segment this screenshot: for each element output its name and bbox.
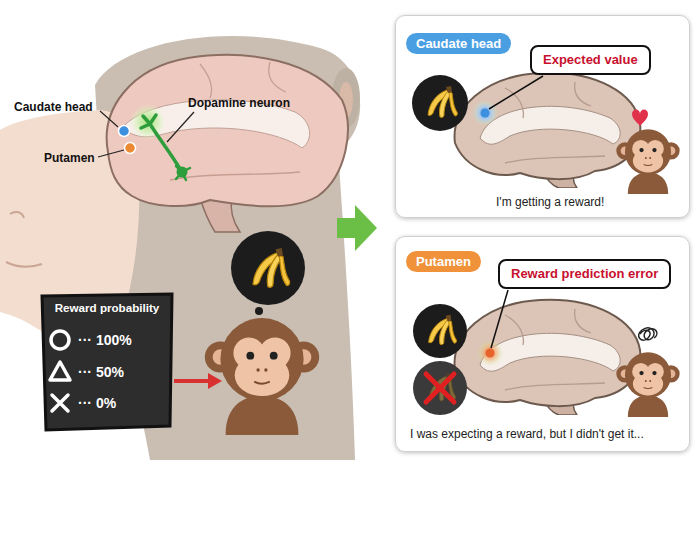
signal-box: Expected value (530, 45, 651, 75)
monkey-thought: I'm getting a reward! (496, 195, 604, 210)
caudate-dot (119, 126, 130, 137)
signal-name: Reward prediction error (511, 266, 658, 282)
caudate-dot (481, 109, 490, 118)
thought-bubble (231, 231, 305, 305)
putamen-dot (486, 349, 495, 358)
screen (42, 294, 172, 430)
dopamine-pathway (141, 115, 182, 172)
caudate-glow (472, 100, 498, 126)
green-arrow (337, 205, 377, 251)
region-name: Putamen (416, 253, 471, 270)
screen-title: Reward probability (42, 300, 172, 315)
leader-line (491, 290, 508, 348)
putamen-dot (125, 143, 136, 154)
arrow-head (208, 373, 222, 389)
monkey-thought: I was expecting a reward, but I didn't g… (410, 427, 644, 442)
brain-icon (455, 300, 641, 415)
result-panel: I'm getting a reward! Caudate headExpecte… (395, 15, 690, 218)
result-panel: I was expecting a reward, but I didn't g… (395, 236, 690, 452)
scribble (639, 328, 657, 340)
region-name: Caudate head (416, 35, 501, 52)
signal-box: Reward prediction error (498, 259, 671, 289)
brain-sulcus (170, 62, 300, 180)
triangle-symbol (50, 362, 70, 380)
banana-icon (253, 248, 290, 287)
monkey-icon (616, 129, 679, 194)
banana-circle (413, 304, 467, 358)
banana-icon (428, 86, 457, 117)
leader-line (98, 150, 124, 157)
monkey-icon (205, 318, 319, 435)
region-label: Caudate head (14, 100, 93, 115)
brain (107, 55, 348, 206)
region-pill: Caudate head (406, 33, 511, 54)
dopamine-neuron-body (177, 167, 188, 178)
monkey-mouth (6, 262, 42, 267)
circle-symbol (51, 331, 69, 349)
probability-value: ··· 100% (78, 331, 132, 349)
neuron-label: Dopamine neuron (188, 96, 290, 111)
leader-line (167, 112, 194, 142)
region-pill: Putamen (406, 251, 481, 272)
leader-line (489, 76, 543, 109)
arrow-shaft (174, 379, 210, 383)
cross-symbol (52, 395, 68, 411)
putamen-glow (477, 340, 503, 366)
monkey-icon (616, 352, 679, 417)
heart (632, 110, 648, 128)
thought-bubble-tail (255, 307, 263, 315)
region-label: Putamen (44, 151, 95, 166)
red-cross (426, 374, 454, 402)
probability-value: ··· 0% (78, 394, 116, 412)
brain-icon (455, 73, 641, 188)
dopamine-neuron (176, 166, 190, 180)
probability-screen: Reward probability ··· 100% ··· 50% ··· 0% (42, 296, 172, 428)
banana-circle (412, 75, 468, 131)
banana-icon (429, 315, 457, 345)
monkey-nostril (10, 212, 24, 218)
no-banana-circle (413, 361, 467, 415)
leader-line (100, 111, 118, 127)
probability-value: ··· 50% (78, 363, 124, 381)
signal-name: Expected value (543, 52, 638, 68)
